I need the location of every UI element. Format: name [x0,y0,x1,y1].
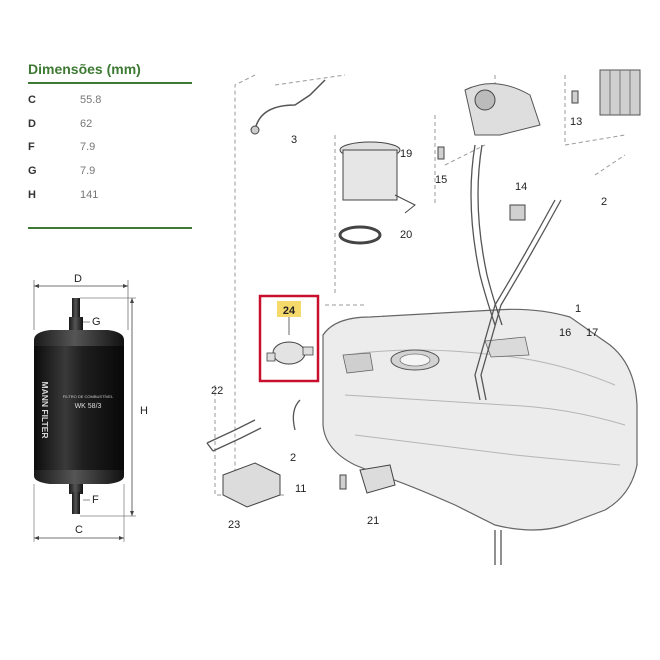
dashed-leader [274,74,346,86]
part-22-hose-end [206,442,214,452]
part-23-bracket [222,462,281,508]
part-label-19: 19 [400,148,412,160]
part-label-23: 23 [228,519,240,531]
dim-arrow [123,284,128,288]
dim-label-d: D [74,273,82,285]
fuel-tank [322,308,638,531]
dimension-value: 7.9 [80,165,96,178]
dim-label-f: F [92,494,99,506]
filter-model-text: WK 58/3 [75,403,102,410]
outlet-nozzle [72,492,80,514]
part-label-3: 3 [291,134,297,146]
part-24-filter [266,341,314,365]
part-20-seal-ring [338,225,382,245]
dimension-row: H 141 [28,183,192,207]
part-22-hose [206,419,256,444]
part-label-21: 21 [367,515,379,527]
dimension-value: 141 [80,189,99,202]
dashed-leader [564,75,626,146]
part-label-13: 13 [570,116,582,128]
part-label-2-bottom: 2 [290,452,296,464]
dim-label-h: H [140,405,148,417]
dimension-key: H [28,189,36,202]
dim-arrow [34,536,39,540]
part-21-cover [359,464,396,494]
part-15-bolt [437,146,445,160]
filter-canister [34,346,124,470]
part-2-hose [292,399,301,431]
part-label-11: 11 [295,483,306,495]
dim-arrow [130,511,134,516]
dim-label-c: C [75,524,83,536]
dimension-value: 62 [80,117,93,130]
filter-small-text: FILTRO DE COMBUSTÍVEL [63,394,114,399]
part-3-connector [250,125,260,135]
part-label-20: 20 [400,229,412,241]
dimension-value: 7.9 [80,141,96,154]
dimension-key: D [28,117,36,130]
filler-neck-assembly [464,69,641,136]
outlet-collar [69,484,83,494]
dimension-row: G 7.9 [28,159,192,183]
part-label-14: 14 [515,181,527,193]
filter-brand-text: MANN FILTER [40,382,50,439]
part-3-pipe [254,79,326,131]
filter-top-cap [34,330,124,348]
dim-arrow [130,298,134,303]
inlet-collar [69,317,83,331]
part-label-24: 24 [283,305,296,317]
part-label-16: 16 [559,327,571,339]
dimension-key: F [28,141,35,154]
fuel-filter-drawing: D G MANN FILTER FILTRO DE COMBUSTÍVEL WK… [33,273,148,542]
part-label-1: 1 [575,303,581,315]
fuel-line [480,199,562,401]
dimension-key: C [28,93,36,106]
fuel-line [477,144,503,326]
dashed-leader [444,144,486,166]
parts-diagram: 3 19 20 15 13 14 2 1 16 17 24 22 2 11 23… [206,69,641,565]
dimension-row: D 62 [28,112,192,136]
title-divider [28,82,192,84]
dashed-leader [234,74,256,495]
part-14-clip [509,204,526,221]
part-19-pump [339,141,416,214]
part-label-22: 22 [211,385,223,397]
part-label-15: 15 [435,174,447,186]
dimension-row: C 55.8 [28,88,192,112]
dimension-key: G [28,165,37,178]
part-24-badge [277,301,301,317]
section-divider [28,227,192,229]
dimension-value: 55.8 [80,93,102,106]
dim-arrow [119,536,124,540]
part-label-2-top: 2 [601,196,607,208]
dashed-leader [594,154,626,176]
dimension-row: F 7.9 [28,136,192,160]
part-11-bolt [339,474,347,490]
dim-arrow [34,284,39,288]
part-13-bolt [571,90,579,104]
inlet-nozzle [72,298,80,320]
filter-bottom-cap [34,470,124,484]
part-24-highlight-box [258,294,320,383]
dimensions-title: Dimensões (mm) [28,61,141,77]
fuel-line [470,144,496,326]
fuel-line [474,199,556,401]
dim-label-g: G [92,316,101,328]
part-22-hose [212,427,262,452]
part-label-17: 17 [586,327,598,339]
